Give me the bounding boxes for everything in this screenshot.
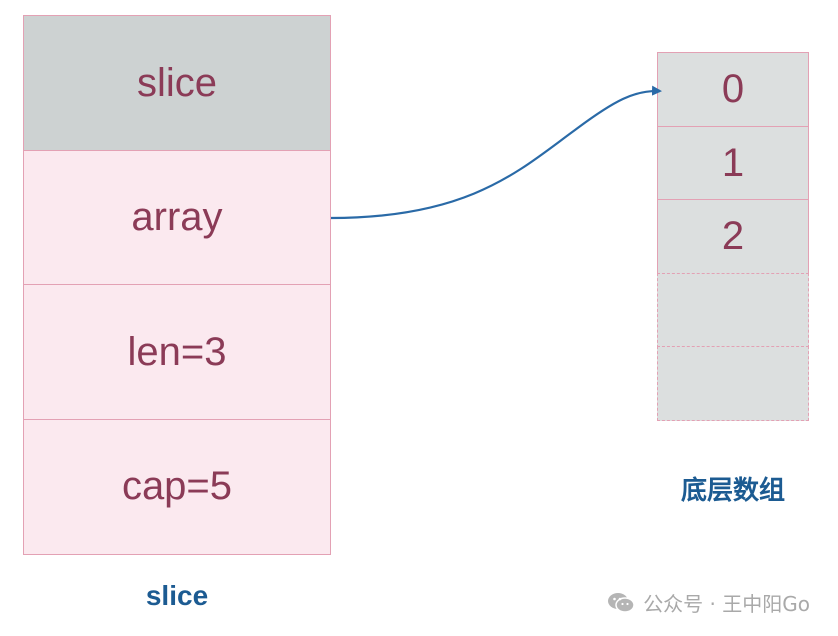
struct-header: slice: [23, 15, 331, 151]
array-slot-label: 1: [721, 140, 745, 185]
watermark: 公众号 · 王中阳Go: [607, 588, 810, 617]
wechat-icon: [607, 591, 635, 615]
array-slot-empty: [657, 272, 809, 348]
array-slot: 1: [657, 125, 809, 201]
slice-struct: slice array len=3 cap=5: [23, 15, 331, 555]
array-slot-label: 2: [721, 214, 745, 258]
field-len: len=3: [23, 284, 331, 420]
array-slot-empty: [657, 346, 809, 421]
underlying-array: 0 1 2: [657, 52, 809, 421]
struct-header-label: slice: [136, 60, 218, 105]
field-len-label: len=3: [127, 329, 227, 374]
array-slot: 0: [657, 52, 809, 127]
field-array-label: array: [131, 195, 223, 239]
field-cap: cap=5: [23, 418, 331, 555]
field-cap-label: cap=5: [121, 464, 233, 508]
watermark-text: 公众号 · 王中阳Go: [643, 592, 810, 616]
array-slot-label: 0: [721, 67, 745, 111]
pointer-arrow-line: [330, 85, 662, 220]
array-slot: 2: [657, 199, 809, 274]
struct-caption: slice: [145, 580, 209, 611]
array-caption: 底层数组: [680, 476, 785, 506]
